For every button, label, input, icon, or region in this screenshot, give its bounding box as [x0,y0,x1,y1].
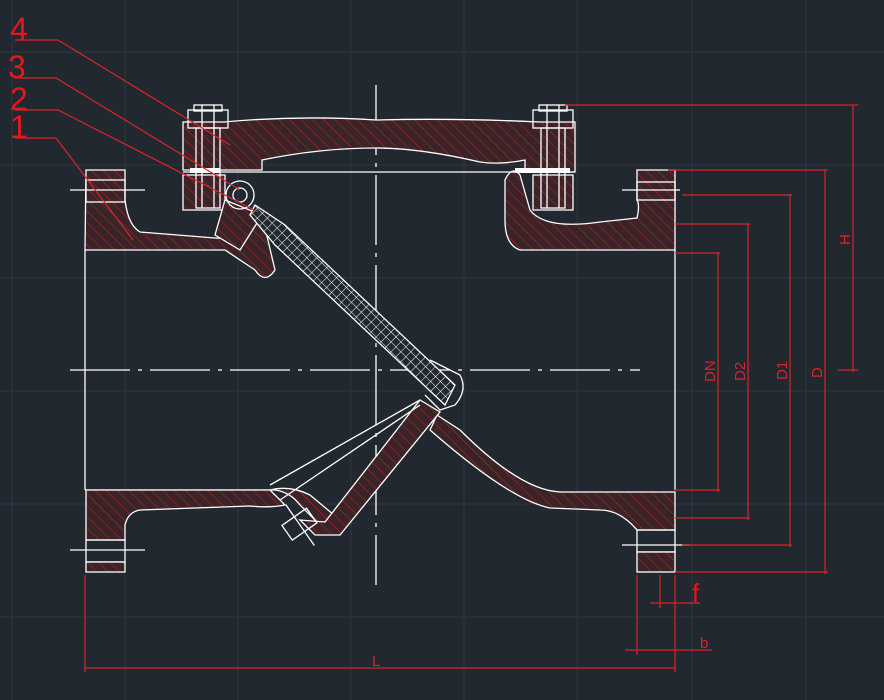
gasket-left [190,168,220,173]
part-label-4: 4 [10,11,28,47]
bolt-right [532,104,574,209]
dim-label-H: H [837,234,854,245]
part-label-1: 1 [10,109,28,145]
bonnet [182,117,576,211]
dim-label-D1: D1 [774,361,791,380]
dim-label-b: b [700,635,708,652]
gasket-right [515,168,570,173]
disc-assembly [214,180,464,411]
valve-body [70,169,690,573]
dim-label-D: D [809,367,826,378]
dimension-lines [84,104,858,672]
part-label-3: 3 [8,49,26,85]
part-leaders [15,39,259,241]
dim-label-f: f [692,578,700,608]
dim-label-DN: DN [702,360,719,382]
dim-label-D2: D2 [732,362,749,381]
dim-label-L: L [372,653,380,670]
part-label-2: 2 [10,81,28,117]
